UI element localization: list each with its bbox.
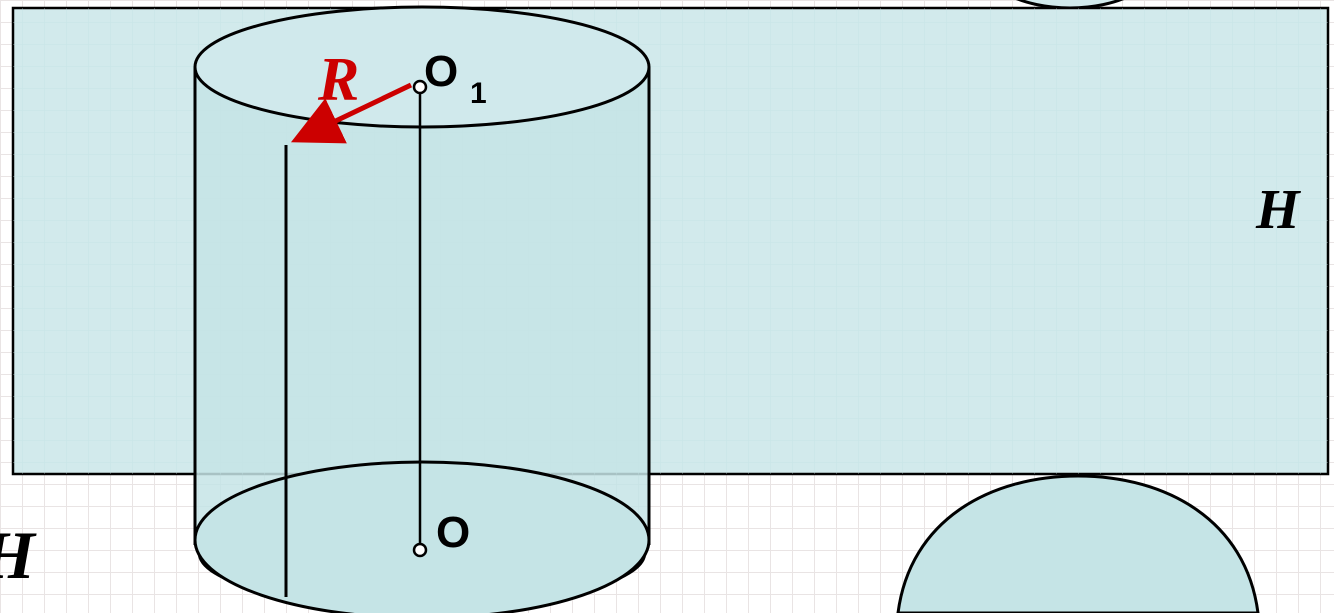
radius-arrow — [290, 82, 413, 144]
cylinder-top-base — [193, 5, 651, 129]
bottom-center-point — [412, 542, 428, 558]
height-label-left: H — [0, 517, 37, 593]
bottom-center-label: O — [436, 508, 470, 557]
top-center-label: O — [424, 47, 458, 96]
height-label-right: H — [1255, 179, 1301, 241]
cylinder-bottom-base — [193, 460, 651, 613]
top-center-point — [412, 79, 428, 95]
net-bottom-circle — [896, 474, 1260, 613]
top-center-subscript: 1 — [470, 77, 487, 110]
radius-label: R — [317, 46, 359, 114]
